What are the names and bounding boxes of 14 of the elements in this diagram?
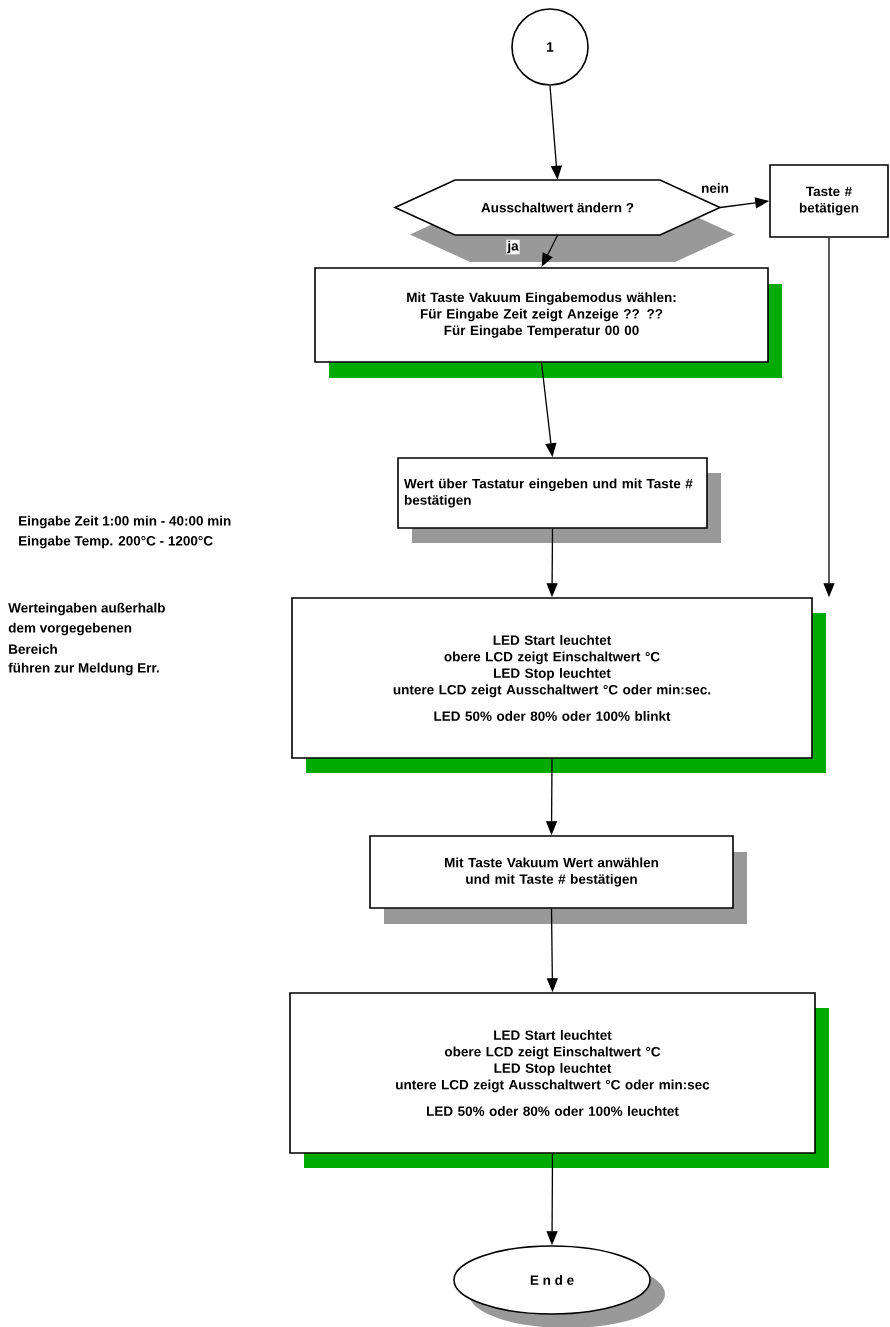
note-text: Eingabe Zeit 1:00 min - 40:00 min xyxy=(19,515,231,529)
end-terminal: E n d e xyxy=(453,1245,665,1327)
note-text: Eingabe Temp. 200°C - 1200°C xyxy=(19,535,213,549)
process-box: LED Start leuchtet obere LCD zeigt Einschaltwert °C LED Stop leuchtet untere LCD zeigt Ausschaltwert °C oder min:sec LED 50% oder 80% oder 100% leuchtet xyxy=(289,992,829,1168)
note-text: Bereich xyxy=(9,644,57,654)
process-box: LED Start leuchtet obere LCD zeigt Einschaltwert °C LED Stop leuchtet untere LCD zeigt Ausschaltwert °C oder min:sec. LED 50% oder 80% oder 100% blinkt xyxy=(291,597,826,773)
edge-label: nein xyxy=(700,182,730,194)
process-box: Mit Taste Vakuum Eingabemodus wählen: Für Eingabe Zeit zeigt Anzeige ?? ?? Für Eingabe Temperatur 00 00 xyxy=(314,267,782,378)
note-text: führen zur Meldung Err. xyxy=(8,662,159,676)
process-box: Taste # betätigen xyxy=(769,164,889,238)
process-box: Mit Taste Vakuum Wert anwählen und mit Taste # bestätigen xyxy=(369,835,747,924)
note-text: Werteingaben außerhalb xyxy=(8,602,165,616)
note-text: dem vorgegebenen xyxy=(8,622,132,636)
process-box: Wert über Tastatur eingeben und mit Taste # bestätigen xyxy=(397,457,721,543)
